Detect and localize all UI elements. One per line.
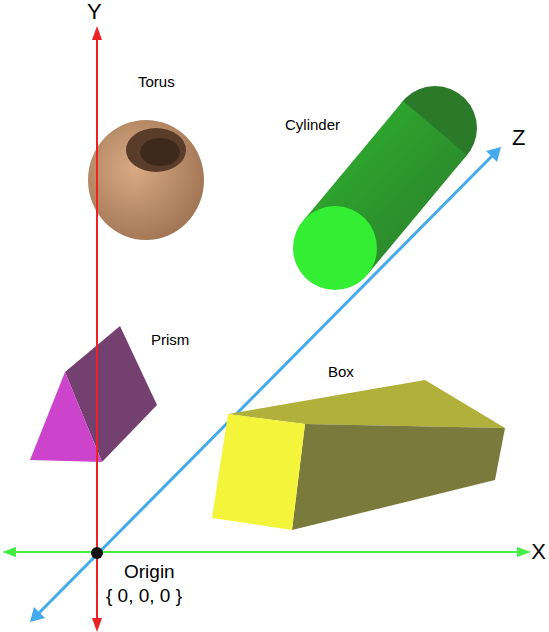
shape-label: Torus xyxy=(138,74,175,91)
shape-label: Cylinder xyxy=(285,117,340,134)
x-axis xyxy=(2,547,531,557)
origin-label: Origin xyxy=(124,562,175,583)
torus-shape xyxy=(88,120,204,240)
coordinate-label: { 0, 0, 0 } xyxy=(106,586,182,607)
axis-label: X xyxy=(531,540,546,564)
axis-label: Y xyxy=(87,0,102,24)
shape-label: Prism xyxy=(151,332,189,349)
y-axis xyxy=(92,26,102,632)
shape-label: Box xyxy=(328,364,354,381)
axis-label: Z xyxy=(512,126,525,150)
origin-dot xyxy=(91,547,103,559)
prism-shape xyxy=(30,326,157,462)
box-shape xyxy=(212,380,505,530)
